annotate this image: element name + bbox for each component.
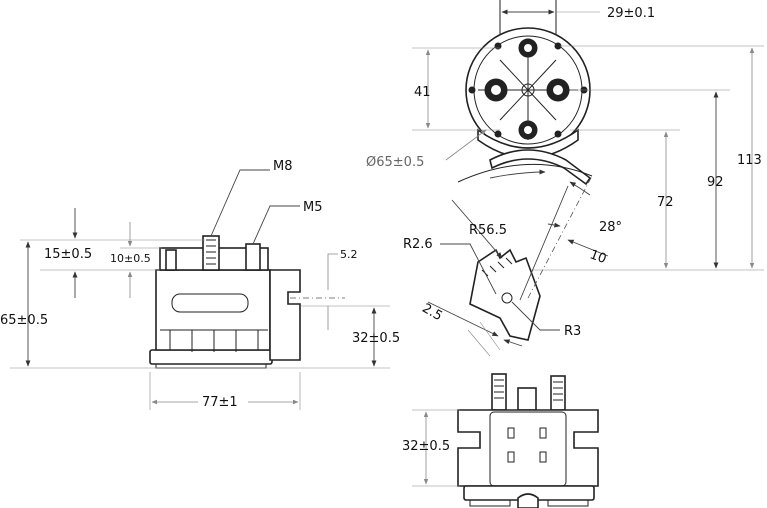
- top-terminal-left: [484, 78, 508, 102]
- front-view: 32±0.5: [402, 373, 599, 508]
- dim-15-label: 15±0.5: [44, 247, 92, 262]
- dim-77-label: 77±1: [202, 395, 238, 410]
- side-terminal-m8: [202, 235, 220, 271]
- dim-r56-5-label: R56.5: [469, 223, 507, 238]
- front-terminal-right: [550, 375, 566, 411]
- dim-2-5-label: 2.5: [419, 301, 444, 324]
- side-ribs: [160, 329, 268, 352]
- top-terminal-upper: [518, 38, 538, 58]
- m8-leader: [210, 169, 270, 237]
- side-view: M8 M5 15±0.5 10±0.5 65±0.5 5.2 32±0.5 77…: [0, 159, 400, 410]
- r2-6-leader: [440, 243, 497, 295]
- m5-label: M5: [303, 200, 323, 215]
- r3-leader: [511, 301, 560, 331]
- side-m8-thread: [206, 239, 216, 265]
- side-terminal-left: [165, 249, 177, 271]
- front-foot-left: [469, 499, 511, 507]
- dim-5-2-label: 5.2: [340, 248, 358, 261]
- side-body: [155, 269, 271, 351]
- dim-r3-label: R3: [564, 324, 581, 339]
- dim-41-label: 41: [414, 85, 431, 100]
- top-ribs: [478, 40, 578, 140]
- dim-10-angled-label: 10: [588, 247, 609, 267]
- top-flange: [477, 128, 579, 159]
- dim-10-label: 10±0.5: [110, 252, 151, 265]
- dim-72-label: 72: [657, 195, 674, 210]
- top-bracket: [489, 149, 592, 186]
- side-window: [171, 293, 249, 313]
- dim-32-side-label: 32±0.5: [352, 331, 400, 346]
- front-slots: [507, 427, 547, 463]
- m8-label: M8: [273, 159, 293, 174]
- dim-r2-6-label: R2.6: [403, 237, 433, 252]
- front-body: [457, 409, 599, 487]
- dim-29-label: 29±0.1: [607, 6, 655, 21]
- top-view: 29±0.1: [366, 0, 764, 357]
- dim-32-front-label: 32±0.5: [402, 439, 450, 454]
- dim-92-label: 92: [707, 175, 724, 190]
- side-terminal-m5: [245, 243, 261, 271]
- top-bracket-outline: [457, 163, 593, 183]
- m5-leader: [252, 205, 300, 245]
- side-base-plate: [149, 349, 273, 365]
- dim-65-label: 65±0.5: [0, 313, 48, 328]
- dim-113-label: 113: [737, 153, 762, 168]
- top-terminal-lower: [518, 120, 538, 140]
- front-terminal-center: [517, 387, 537, 411]
- front-foot-right: [547, 499, 589, 507]
- front-center-lug: [517, 493, 539, 508]
- side-bracket: [269, 269, 301, 361]
- top-terminal-right: [546, 78, 570, 102]
- dim-65-diameter-label: Ø65±0.5: [366, 155, 424, 170]
- dim-28-label: 28°: [599, 220, 622, 235]
